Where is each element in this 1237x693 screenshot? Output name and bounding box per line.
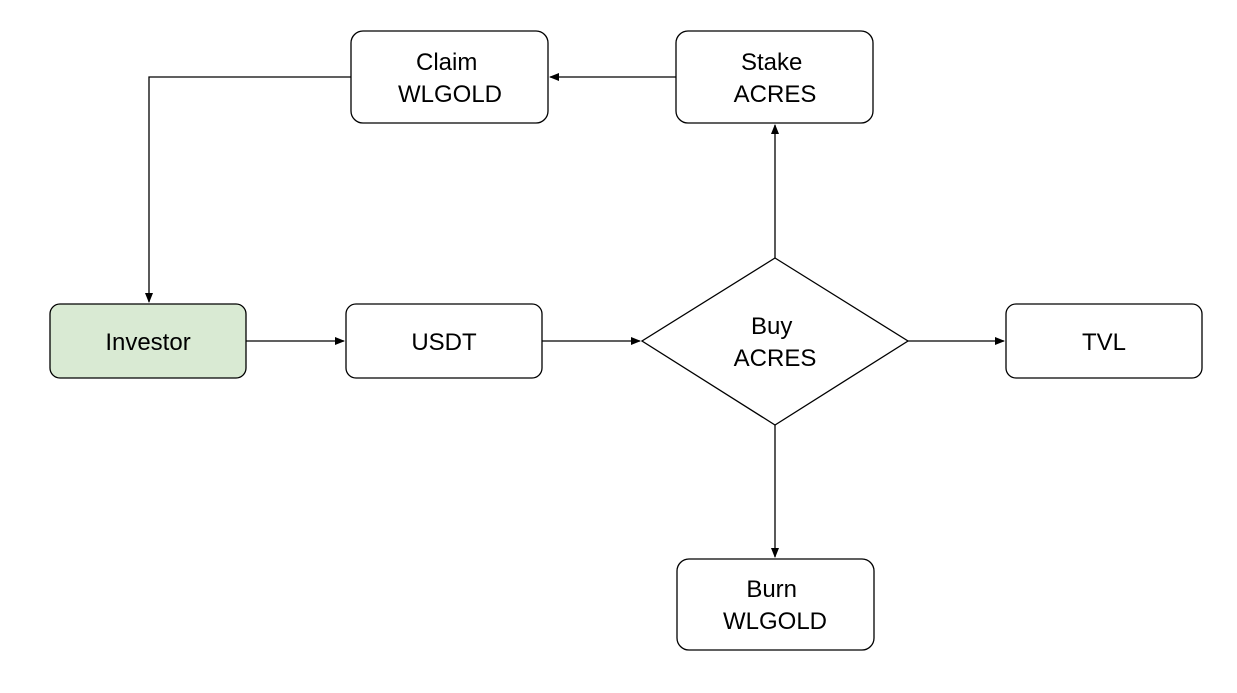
node-stake-acres: Stake ACRES — [675, 30, 874, 124]
node-claim-wlgold: Claim WLGOLD — [350, 30, 549, 124]
svg-text:Burn WLGOLD: Burn WLGOLD — [723, 576, 827, 635]
svg-text:Stake ACRES: Stake ACRES — [734, 49, 817, 108]
svg-text:Claim WLGOLD: Claim WLGOLD — [398, 49, 502, 108]
node-buy-acres: Buy ACRES — [640, 257, 910, 426]
node-investor-label: Investor — [105, 329, 190, 356]
node-tvl-label: TVL — [1082, 329, 1126, 356]
node-claim-line1: Claim — [416, 49, 477, 76]
node-burn-line1: Burn — [746, 576, 797, 603]
node-investor: Investor — [49, 303, 247, 379]
node-usdt-label: USDT — [411, 329, 477, 356]
node-claim-line2: WLGOLD — [398, 81, 502, 108]
node-buy-line1: Buy — [751, 313, 792, 340]
node-burn-wlgold: Burn WLGOLD — [676, 558, 875, 651]
node-buy-line2: ACRES — [734, 345, 817, 372]
node-stake-line2: ACRES — [734, 81, 817, 108]
svg-text:Buy ACRES: Buy ACRES — [734, 313, 817, 372]
node-tvl: TVL — [1005, 303, 1203, 379]
edge-claim-to-investor — [145, 76, 351, 303]
node-burn-line2: WLGOLD — [723, 608, 827, 635]
node-usdt: USDT — [345, 303, 543, 379]
node-stake-line1: Stake — [741, 49, 802, 76]
